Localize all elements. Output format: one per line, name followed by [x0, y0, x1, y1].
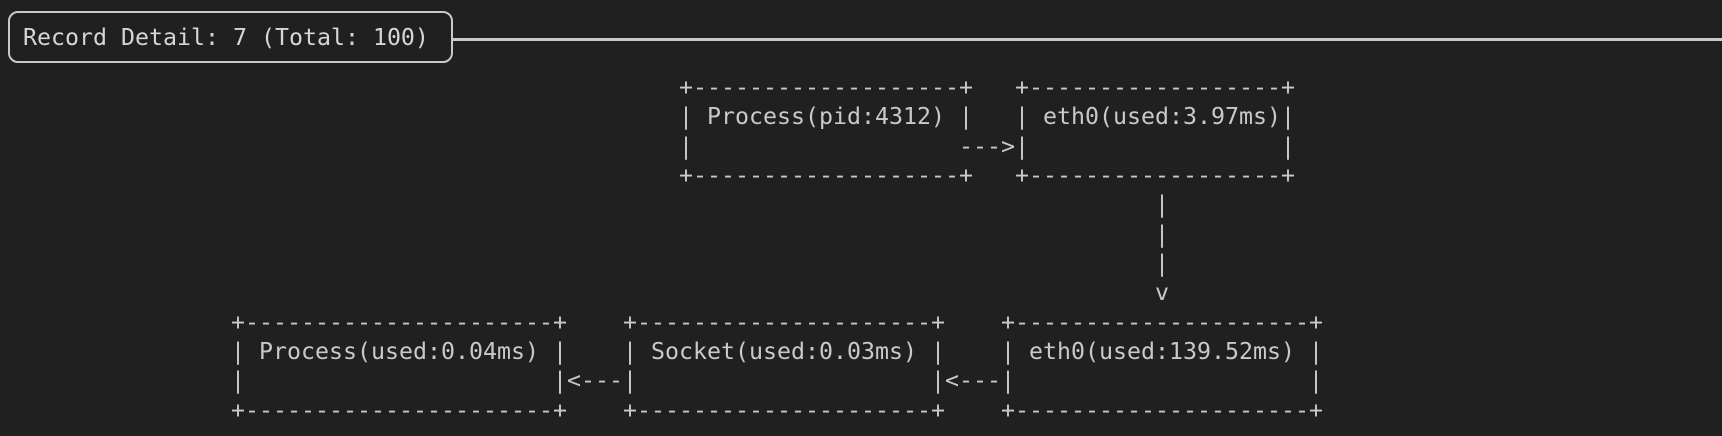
record-detail-title: Record Detail: 7 (Total: 100) — [8, 11, 453, 63]
node-process-used: +----------------------+ | Process(used:… — [231, 308, 567, 424]
node-eth0-bottom: +---------------------+ | eth0(used:139.… — [1001, 308, 1323, 424]
node-socket: +---------------------+ | Socket(used:0.… — [623, 308, 945, 424]
arrow-right-process-to-eth0: ---> — [959, 132, 1015, 160]
panel-top-border-line — [452, 38, 1722, 41]
node-process-pid: +-------------------+ | Process(pid:4312… — [679, 74, 973, 189]
arrow-left-eth0-to-socket: <--- — [945, 367, 1001, 395]
arrow-down-eth0: | | | v — [1155, 191, 1169, 307]
node-eth0-top: +------------------+ | eth0(used:3.97ms)… — [1015, 74, 1295, 189]
arrow-left-socket-to-process: <--- — [567, 367, 623, 395]
